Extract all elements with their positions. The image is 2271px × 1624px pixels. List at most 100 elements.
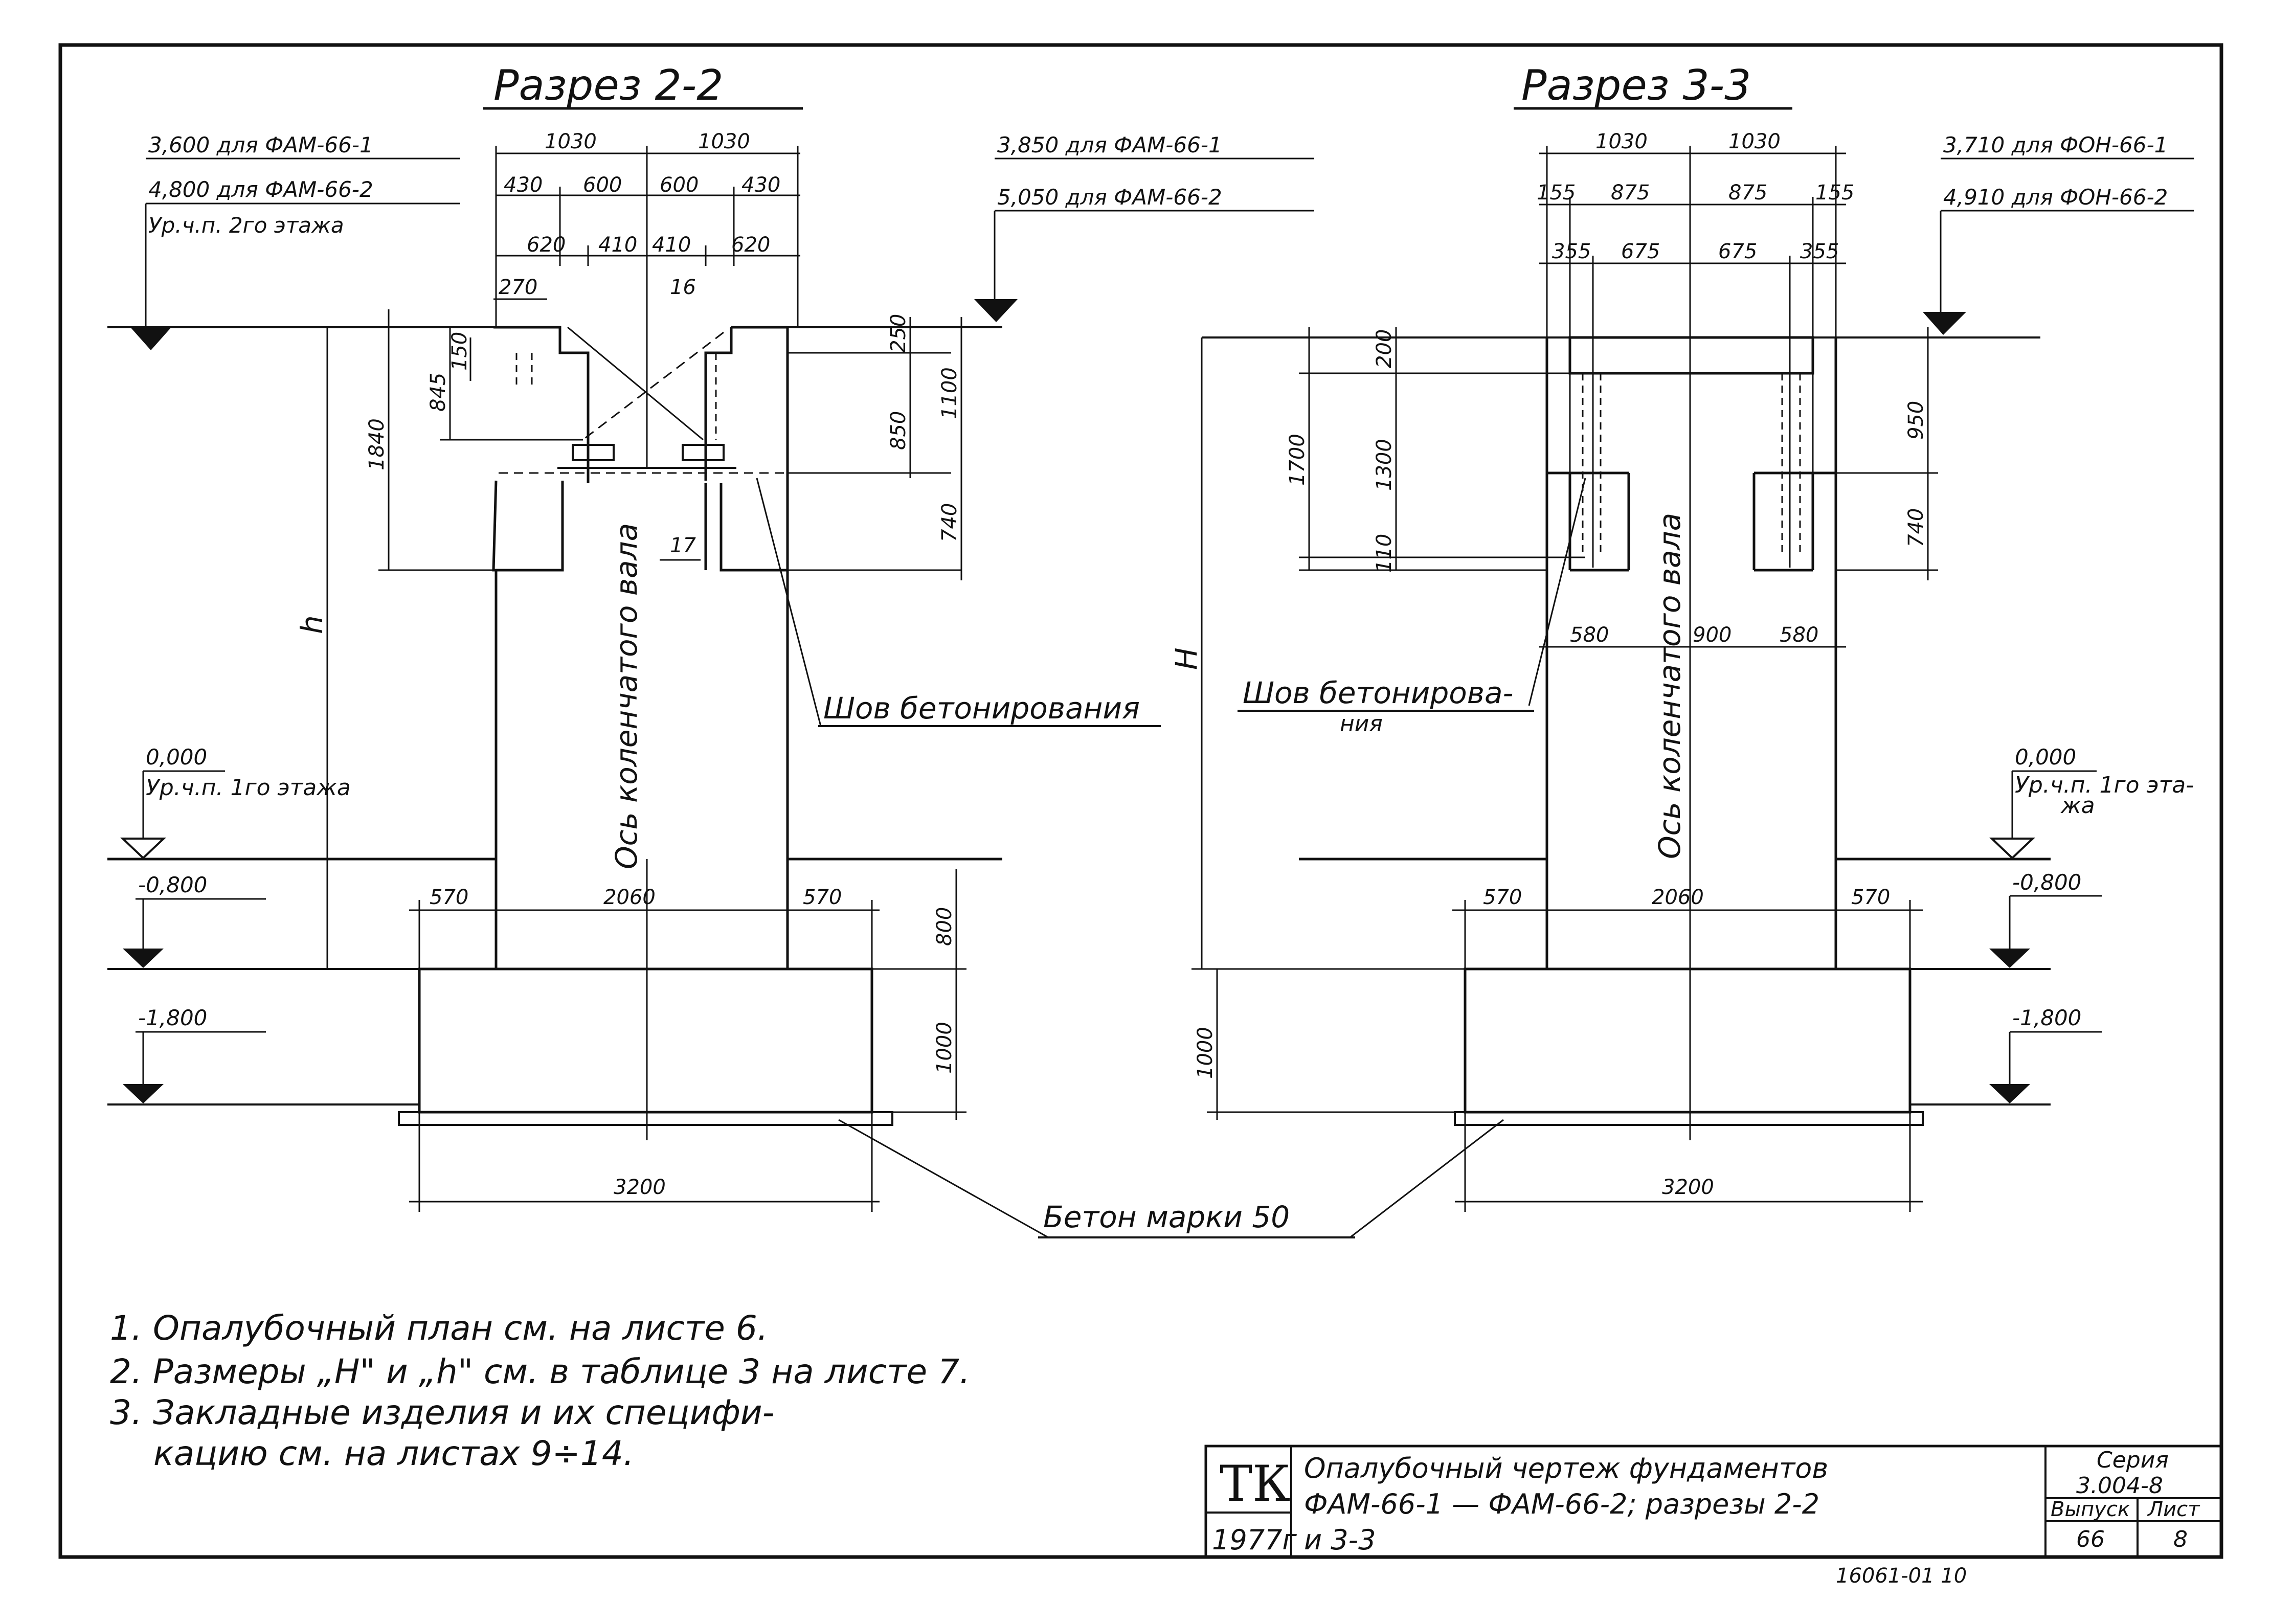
level-top-c: Ур.ч.п. 2го этажа <box>148 213 344 238</box>
footing-3-3 <box>1464 967 1912 1114</box>
axis-label-2-2: Ось коленчатого вала <box>609 523 644 869</box>
dim3-2060: 2060 <box>1652 886 1704 909</box>
title-block: ТК 1977г Опалубочный чертеж фундаментов … <box>1204 1445 2223 1559</box>
dim3-155-left: 155 <box>1537 181 1576 205</box>
dim3-155-right: 155 <box>1815 181 1854 205</box>
dim3-875-left: 875 <box>1611 181 1650 205</box>
level-marker-m0800 <box>123 949 164 968</box>
dim-800: 800 <box>933 907 956 946</box>
dim3-1000: 1000 <box>1194 1027 1217 1079</box>
dim3-H: H <box>1169 647 1204 670</box>
dim-1030-left: 1030 <box>545 130 597 153</box>
concrete-prep-2-2 <box>398 1111 893 1126</box>
dim3-355-right: 355 <box>1800 240 1839 263</box>
dim3-570-right: 570 <box>1851 886 1890 909</box>
level-top-b: 4,800 для ФАМ-66-2 <box>148 177 373 202</box>
section-3-3-title: Разрез 3-3 <box>1521 61 1751 110</box>
dim3-580-left: 580 <box>1570 623 1609 647</box>
stamp-title-3: и 3-3 <box>1304 1524 1376 1556</box>
dim-1030-right: 1030 <box>698 130 750 153</box>
level-m1800: -1,800 <box>138 1005 207 1030</box>
dim-410-left: 410 <box>598 233 637 257</box>
dim-430-right: 430 <box>741 173 780 197</box>
doc-number: 16061-01 10 <box>1836 1564 1967 1588</box>
dim3-1700: 1700 <box>1286 434 1309 486</box>
level-zero-note: Ур.ч.п. 1го этажа <box>146 775 351 801</box>
dim-410-right: 410 <box>652 233 691 257</box>
section-2-2: Разрез 2-2 3,600 для ФАМ-66-1 4,800 для … <box>107 61 1314 1212</box>
level-marker-3-m1800 <box>1989 1084 2030 1103</box>
dim-430-left: 430 <box>504 173 543 197</box>
dim-850: 850 <box>887 411 910 450</box>
dim-1000: 1000 <box>933 1022 956 1074</box>
dim-150: 150 <box>448 332 471 371</box>
note-2: 2. Размеры „H" и „h" см. в таблице 3 на … <box>110 1352 970 1391</box>
level-marker-zero-left <box>120 838 167 860</box>
concrete-label: Бетон марки 50 <box>1043 1200 1290 1234</box>
sheet-frame <box>58 43 2223 1559</box>
column-3-3 <box>1545 336 1837 971</box>
note-3-cont: кацию см. на листах 9÷14. <box>153 1434 634 1473</box>
stamp-title-2: ФАМ-66-1 — ФАМ-66-2; разрезы 2-2 <box>1304 1488 1819 1520</box>
dim-250: 250 <box>887 314 910 353</box>
stamp-sheet-label: Лист <box>2147 1498 2200 1521</box>
dim-h: h <box>295 615 329 634</box>
dim3-355-left: 355 <box>1552 240 1591 263</box>
dim3-675-right: 675 <box>1718 240 1757 263</box>
stamp-org: ТК <box>1220 1455 1290 1513</box>
level-marker-3-m0800 <box>1989 949 2030 968</box>
level-marker-3-zero <box>1989 838 2036 860</box>
note-1: 1. Опалубочный план см. на листе 6. <box>110 1309 768 1348</box>
dim3-950: 950 <box>1904 401 1928 440</box>
dim3-875-right: 875 <box>1728 181 1767 205</box>
level-top-a: 3,600 для ФАМ-66-1 <box>148 132 373 157</box>
dim3-1030-left: 1030 <box>1595 130 1648 153</box>
stamp-issue-label: Выпуск <box>2051 1498 2130 1521</box>
stamp-title-1: Опалубочный чертеж фундаментов <box>1304 1452 1828 1484</box>
level-3-right-b: 4,910 для ФОН-66-2 <box>1943 185 2168 210</box>
level-marker-m1800 <box>123 1084 164 1103</box>
level3-zero-note1: Ур.ч.п. 1го эта- <box>2015 772 2194 798</box>
stamp-series-label: Серия <box>2097 1447 2169 1473</box>
level3-m1800: -1,800 <box>2012 1005 2081 1030</box>
dim-600-left: 600 <box>583 173 622 197</box>
dim3-1030-right: 1030 <box>1728 130 1781 153</box>
dim-1840: 1840 <box>365 418 389 470</box>
level-right-a: 3,850 для ФАМ-66-1 <box>997 132 1222 157</box>
level-marker-3-top-right <box>1923 312 1966 335</box>
dim-740: 740 <box>938 503 961 542</box>
dim3-200: 200 <box>1373 329 1396 368</box>
stamp-issue-value: 66 <box>2076 1526 2105 1552</box>
seam-label-3-3-b: ния <box>1340 711 1383 737</box>
level-zero: 0,000 <box>146 745 207 770</box>
axis-label-3-3: Ось коленчатого вала <box>1652 513 1687 859</box>
level-3-right-a: 3,710 для ФОН-66-1 <box>1943 132 2168 157</box>
dim3-570-left: 570 <box>1483 886 1522 909</box>
concrete-prep-3-3 <box>1454 1111 1924 1126</box>
level-marker-top-right <box>974 299 1018 322</box>
footing-2-2 <box>418 967 873 1114</box>
dim3-1300: 1300 <box>1373 439 1396 491</box>
dim3-580-right: 580 <box>1780 623 1818 647</box>
dim-570-right: 570 <box>803 886 842 909</box>
dim-1100: 1100 <box>938 367 961 419</box>
seam-label-2-2: Шов бетонирования <box>823 691 1140 726</box>
dim-270: 270 <box>499 276 537 299</box>
dim-620-left: 620 <box>527 233 566 257</box>
stamp-sheet-value: 8 <box>2173 1526 2188 1552</box>
section-2-2-title: Разрез 2-2 <box>493 61 723 110</box>
dim-16: 16 <box>670 276 696 299</box>
anchor-plate-left <box>557 444 736 469</box>
dim-570-left: 570 <box>430 886 468 909</box>
level3-m0800: -0,800 <box>2012 870 2081 895</box>
dim3-900: 900 <box>1693 623 1732 647</box>
dim-17: 17 <box>670 534 696 557</box>
stamp-year: 1977г <box>1212 1524 1297 1556</box>
level3-zero-note2: жа <box>2060 793 2095 819</box>
dim-620-right: 620 <box>731 233 770 257</box>
dim3-3200: 3200 <box>1662 1176 1714 1199</box>
stamp-series-value: 3.004-8 <box>2076 1473 2163 1499</box>
note-3: 3. Закладные изделия и их специфи- <box>110 1393 774 1432</box>
dim-845: 845 <box>426 373 450 412</box>
section-3-3: Разрез 3-3 3,710 для ФОН-66-1 4,910 для … <box>1169 61 2194 1212</box>
